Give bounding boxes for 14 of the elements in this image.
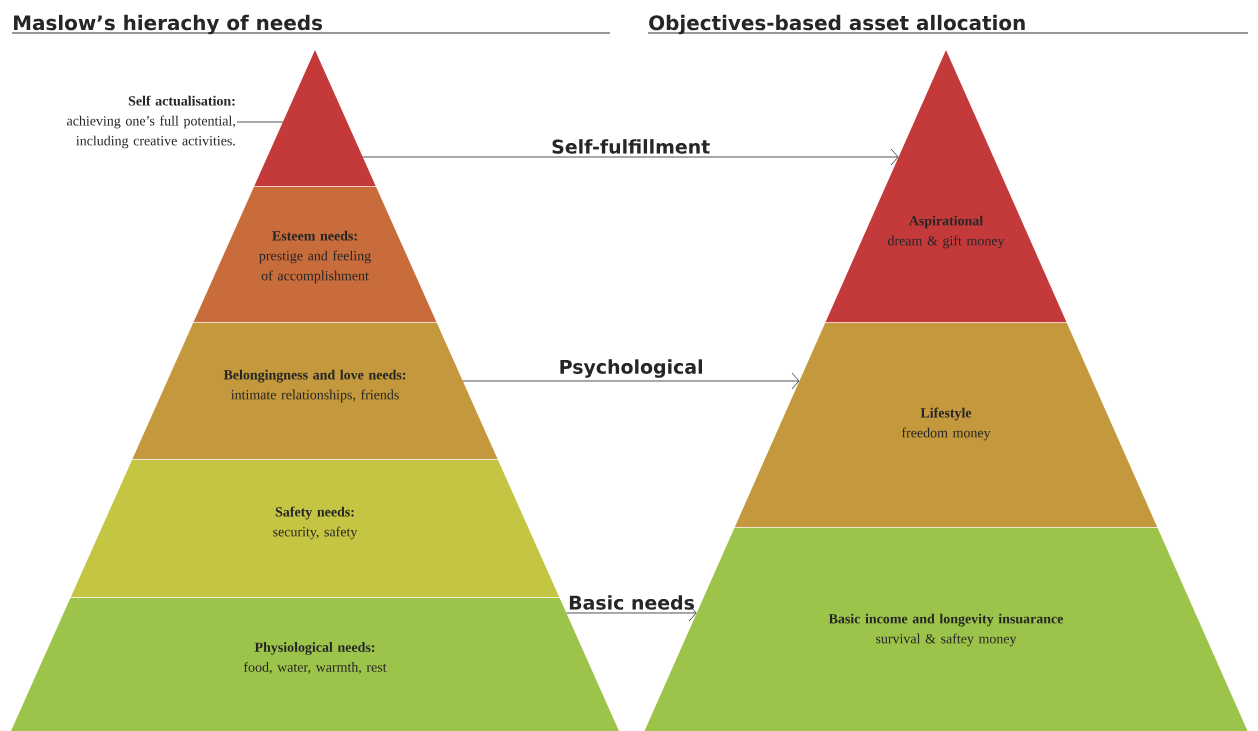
pyramid-band: Safety needs: security, safety xyxy=(70,460,560,598)
arrow xyxy=(565,604,697,622)
pyramid-band: Lifestyle freedom money xyxy=(734,323,1158,528)
edge-label: Psychological xyxy=(560,359,702,378)
arrow xyxy=(462,372,800,390)
callout-text: Self actualisation: achieving one’s full potential, including creative activities. xyxy=(67,95,235,149)
pyramid-band xyxy=(254,50,376,187)
edge-label: Self-fulfillment xyxy=(552,139,710,154)
pyramid-band: Belongingness and love needs: intimate relationships, friends xyxy=(132,323,498,460)
arrow xyxy=(362,148,899,166)
leader-line xyxy=(236,121,284,123)
pyramid-band: Aspirational dream & gift money xyxy=(825,50,1067,323)
heading: Maslow’s hierachy of needs xyxy=(14,14,323,35)
pyramid-band: Esteem needs: prestige and feeling of accomplishment xyxy=(193,187,437,323)
